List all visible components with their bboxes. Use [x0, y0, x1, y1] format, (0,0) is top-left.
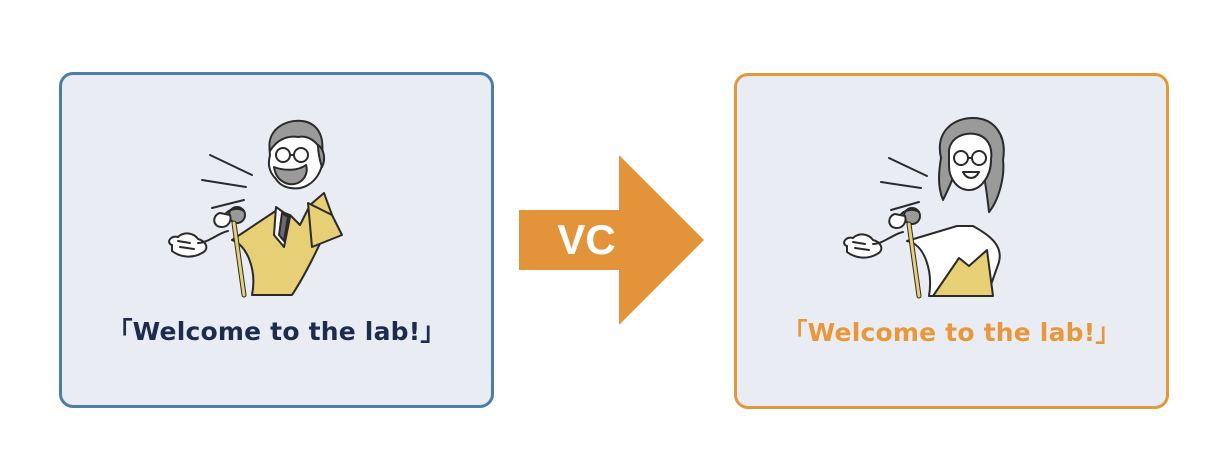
source-card: 「Welcome to the lab!」 [59, 72, 494, 408]
elderly-woman-speaking-icon [843, 117, 1005, 299]
target-card: 「Welcome to the lab!」 [734, 73, 1169, 409]
target-quote: 「Welcome to the lab!」 [782, 318, 1121, 347]
arrow-label: VC [557, 216, 616, 263]
source-quote: 「Welcome to the lab!」 [107, 317, 446, 346]
elderly-man-speaking-icon [168, 119, 343, 298]
conversion-arrow-icon [519, 155, 704, 325]
arrow-shape [519, 155, 704, 325]
